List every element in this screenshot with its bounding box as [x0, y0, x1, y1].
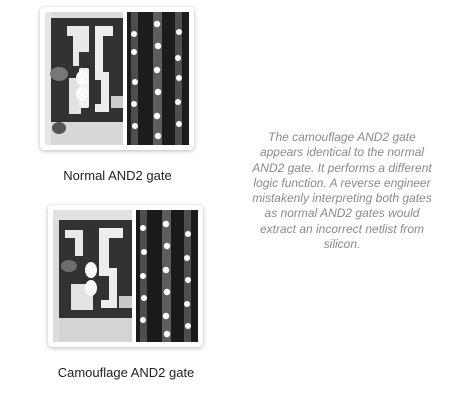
camouflage-gate-layout-micrograph — [53, 210, 132, 342]
normal-gate-caption: Normal AND2 gate — [63, 168, 172, 183]
camouflage-gate-sem-image — [136, 210, 198, 342]
normal-and2-figure — [40, 7, 194, 150]
camouflage-gate-caption: Camouflage AND2 gate — [57, 365, 195, 380]
normal-gate-sem-image — [127, 12, 189, 145]
description-text: The camouflage AND2 gate appears identic… — [252, 130, 432, 252]
normal-gate-layout-micrograph — [45, 12, 123, 145]
camouflage-and2-figure — [48, 205, 203, 347]
